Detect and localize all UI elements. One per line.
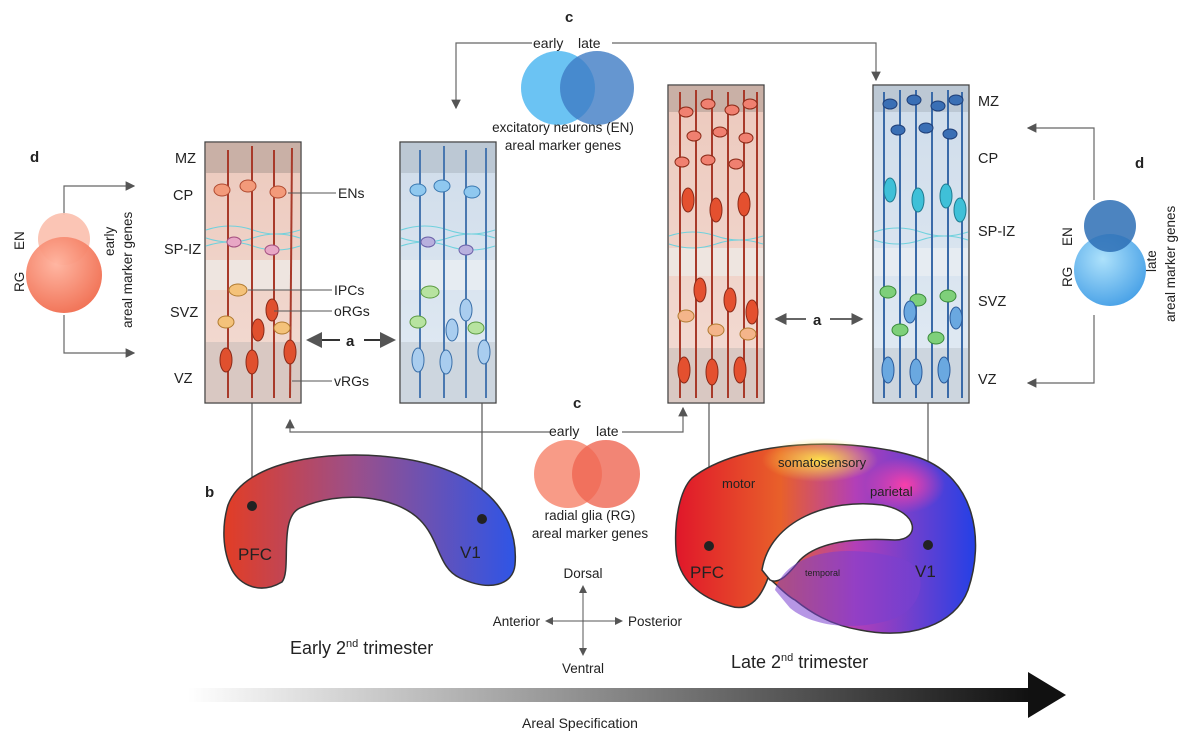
region-motor: motor xyxy=(722,476,756,491)
right-venn-caption: areal marker genes xyxy=(1163,205,1178,322)
early-v1-label: V1 xyxy=(460,543,481,562)
layer-mz-right: MZ xyxy=(978,94,999,110)
en-venn-caption-1: excitatory neurons (EN) xyxy=(492,120,634,135)
brain-early xyxy=(223,454,517,589)
orientation-compass xyxy=(545,585,623,656)
rg-venn-caption-1: radial glia (RG) xyxy=(545,508,636,523)
rg-early-label: early xyxy=(549,423,579,439)
column-late-pfc xyxy=(667,84,765,404)
cell-label-orgs: oRGs xyxy=(334,303,370,319)
en-venn xyxy=(521,51,634,125)
layer-spiz-left: SP-IZ xyxy=(164,242,201,258)
cell-label-vrgs: vRGs xyxy=(334,373,369,389)
panel-letter-a-late: a xyxy=(813,312,822,329)
rg-timing-connector xyxy=(285,406,688,433)
left-venn-rg-label: RG xyxy=(12,272,27,292)
cell-label-ipcs: IPCs xyxy=(334,282,364,298)
layer-svz-right: SVZ xyxy=(978,294,1006,310)
panel-letter-b: b xyxy=(205,484,214,501)
left-venn-connector xyxy=(63,181,136,358)
stage-late-label: Late 2nd trimester xyxy=(731,652,868,672)
compass-dorsal: Dorsal xyxy=(563,566,602,581)
panel-letter-c-bottom: c xyxy=(573,395,581,412)
left-venn-en-label: EN xyxy=(12,231,27,250)
compass-ventral: Ventral xyxy=(562,661,604,676)
region-parietal: parietal xyxy=(870,484,913,499)
cell-type-leaders xyxy=(248,192,336,382)
column-early-pfc xyxy=(204,141,302,404)
layer-vz-right: VZ xyxy=(978,372,997,388)
right-venn-en-label: EN xyxy=(1060,227,1075,246)
en-timing-connector xyxy=(451,42,881,110)
right-venn xyxy=(1074,200,1146,306)
left-venn-timing: early xyxy=(102,226,117,256)
right-venn-connector xyxy=(1026,123,1095,388)
layer-cp-right: CP xyxy=(978,151,998,167)
column-late-v1 xyxy=(872,84,970,404)
stage-early-label: Early 2nd trimester xyxy=(290,638,433,658)
rg-venn-caption-2: areal marker genes xyxy=(532,526,649,541)
en-late-label: late xyxy=(578,35,601,51)
layer-svz-left: SVZ xyxy=(170,305,198,321)
region-somatosensory: somatosensory xyxy=(778,455,867,470)
rg-venn xyxy=(534,440,640,508)
region-temporal: temporal xyxy=(805,568,840,578)
left-venn-caption: areal marker genes xyxy=(120,211,135,328)
en-early-label: early xyxy=(533,35,563,51)
right-venn-rg-label: RG xyxy=(1060,267,1075,287)
en-venn-caption-2: areal marker genes xyxy=(505,138,622,153)
layer-spiz-right: SP-IZ xyxy=(978,224,1015,240)
compass-anterior: Anterior xyxy=(493,614,541,629)
left-venn xyxy=(26,213,102,313)
column-early-v1 xyxy=(399,141,497,404)
layer-cp-left: CP xyxy=(173,188,193,204)
cell-label-ens: ENs xyxy=(338,185,364,201)
compass-posterior: Posterior xyxy=(628,614,683,629)
late-v1-label: V1 xyxy=(915,562,936,581)
layer-mz-left: MZ xyxy=(175,151,196,167)
layer-vz-left: VZ xyxy=(174,371,193,387)
panel-letter-d-right: d xyxy=(1135,155,1144,172)
brain-late xyxy=(674,438,977,634)
areal-specification-arrow xyxy=(188,672,1066,718)
early-pfc-label: PFC xyxy=(238,545,272,564)
areal-specification-label: Areal Specification xyxy=(522,715,638,731)
late-pfc-label: PFC xyxy=(690,563,724,582)
right-venn-timing: late xyxy=(1144,250,1159,272)
panel-letter-a-early: a xyxy=(346,333,355,350)
panel-letter-c-top: c xyxy=(565,9,573,26)
rg-late-label: late xyxy=(596,423,619,439)
panel-letter-d-left: d xyxy=(30,149,39,166)
